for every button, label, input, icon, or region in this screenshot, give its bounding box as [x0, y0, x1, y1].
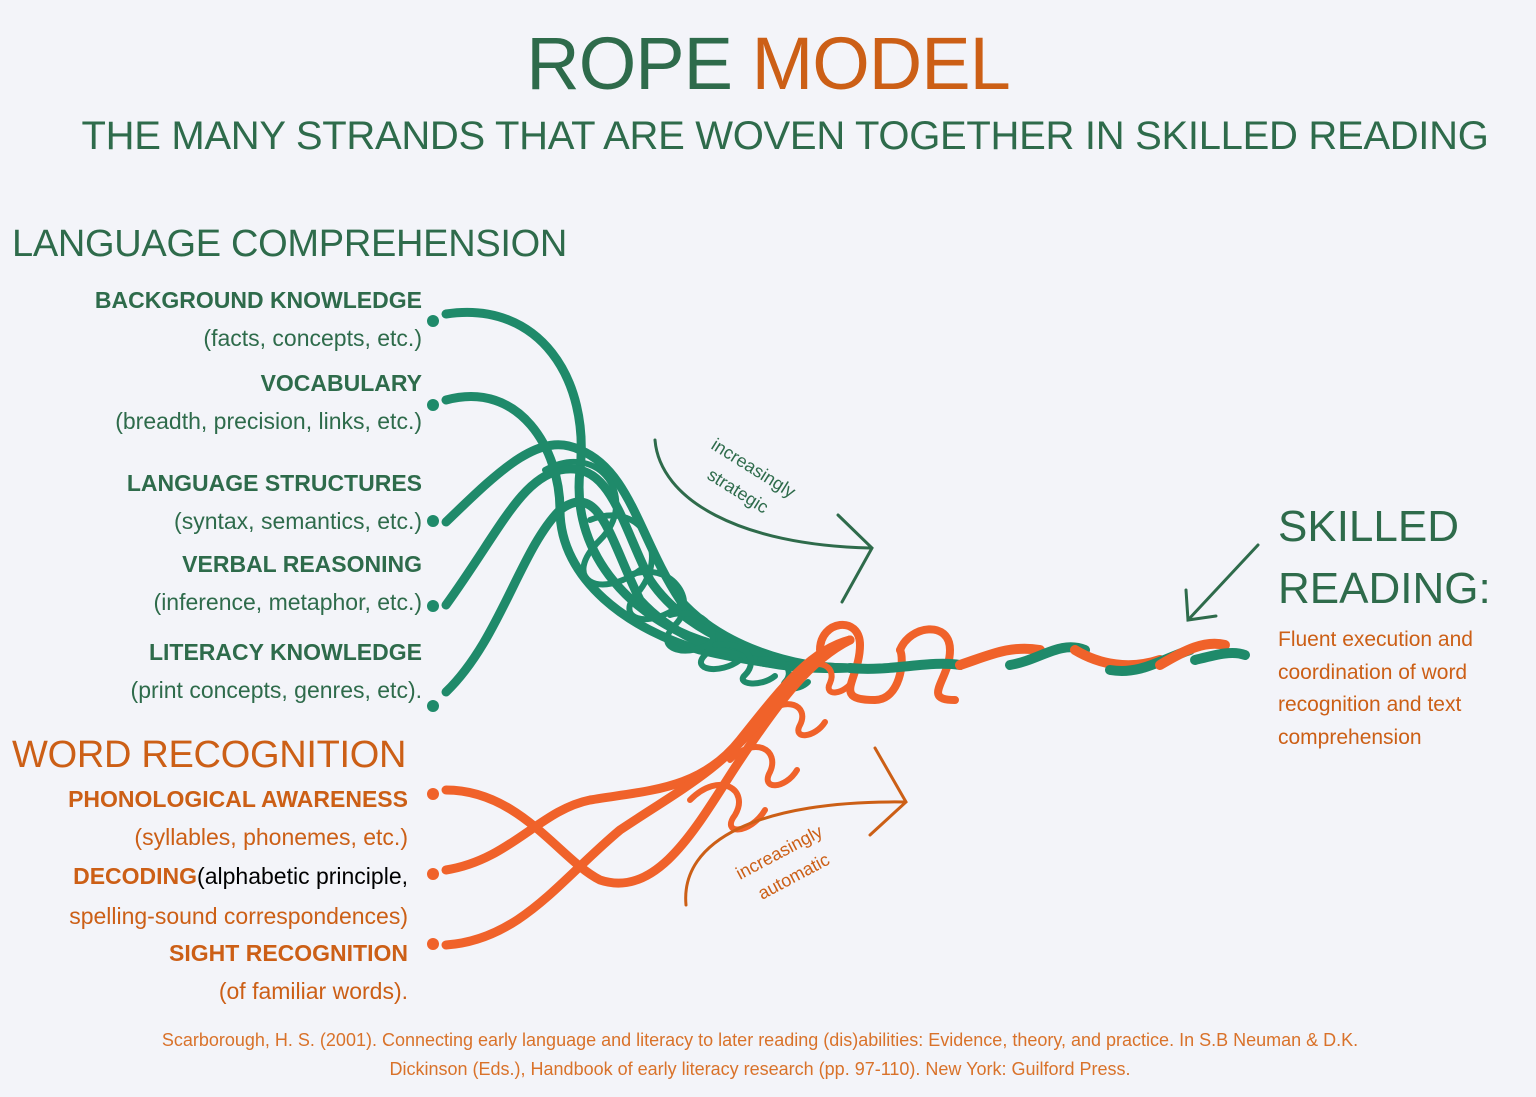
language-comprehension-heading: LANGUAGE COMPREHENSION: [12, 223, 568, 265]
strand-literacy-knowledge: [441, 497, 855, 697]
label-verbal-reasoning: VERBAL REASONING (inference, metaphor, e…: [154, 549, 422, 617]
strand-desc: (syllables, phonemes, etc.): [134, 824, 408, 850]
word-recognition-heading: WORD RECOGNITION: [12, 734, 407, 776]
automatic-arrow-head: [868, 746, 908, 837]
strand-desc: (facts, concepts, etc.): [203, 325, 422, 351]
strategic-arrow: [653, 438, 874, 604]
strand-desc: spelling-sound correspondences): [69, 903, 408, 929]
automatic-arrow: [684, 746, 908, 907]
language-comprehension-strands: [441, 307, 855, 697]
strand-desc: (inference, metaphor, etc.): [153, 589, 422, 615]
strand-desc: (syntax, semantics, etc.): [174, 508, 422, 534]
skilled-reading-description: Fluent execution and coordination of wor…: [1278, 628, 1473, 749]
skilled-reading-line2: READING:: [1278, 564, 1491, 613]
label-vocabulary: VOCABULARY (breadth, precision, links, e…: [115, 368, 422, 436]
strand-name: BACKGROUND KNOWLEDGE: [94, 287, 422, 313]
skilled-reading-line1: SKILLED: [1278, 502, 1459, 551]
label-decoding: DECODING(alphabetic principle, spelling-…: [69, 861, 408, 931]
strand-name: VERBAL REASONING: [182, 551, 422, 577]
label-sight-recognition: SIGHT RECOGNITION (of familiar words).: [169, 938, 408, 1006]
strand-dots: [427, 315, 439, 950]
strand-desc: (print concepts, genres, etc).: [130, 677, 422, 703]
strand-name: LANGUAGE STRUCTURES: [126, 470, 422, 496]
citation: Scarborough, H. S. (2001). Connecting ea…: [40, 1026, 1480, 1084]
strand-desc-inline: (alphabetic principle,: [197, 863, 408, 889]
strand-name: DECODING: [73, 863, 198, 889]
strategic-arrow-curve: [653, 438, 872, 550]
label-phonological-awareness: PHONOLOGICAL AWARENESS (syllables, phone…: [68, 784, 408, 852]
combined-rope: [845, 638, 1250, 676]
skilled-reading-arrow: [1184, 543, 1260, 622]
title-word-rope: ROPE: [526, 22, 733, 105]
word-recognition-strands: [441, 620, 959, 950]
page-title: ROPE MODEL: [0, 22, 1536, 106]
strand-name: PHONOLOGICAL AWARENESS: [68, 786, 408, 812]
label-literacy-knowledge: LITERACY KNOWLEDGE (print concepts, genr…: [131, 637, 422, 705]
strategic-arrow-head: [836, 513, 874, 604]
citation-line1: Scarborough, H. S. (2001). Connecting ea…: [161, 1030, 1359, 1050]
strand-name: SIGHT RECOGNITION: [169, 940, 408, 966]
page-subtitle: THE MANY STRANDS THAT ARE WOVEN TOGETHER…: [81, 114, 1489, 158]
label-language-structures: LANGUAGE STRUCTURES (syntax, semantics, …: [127, 468, 422, 536]
skilled-reading-heading: SKILLED READING:: [1278, 496, 1491, 620]
strand-name: LITERACY KNOWLEDGE: [148, 639, 422, 665]
strand-desc: (breadth, precision, links, etc.): [115, 408, 422, 434]
citation-line2: Dickinson (Eds.), Handbook of early lite…: [389, 1059, 1131, 1079]
title-word-model: MODEL: [751, 22, 1011, 105]
strand-name: VOCABULARY: [260, 370, 422, 396]
label-background-knowledge: BACKGROUND KNOWLEDGE (facts, concepts, e…: [95, 285, 422, 353]
strand-desc: (of familiar words).: [218, 978, 408, 1004]
automatic-arrow-curve: [684, 800, 907, 907]
